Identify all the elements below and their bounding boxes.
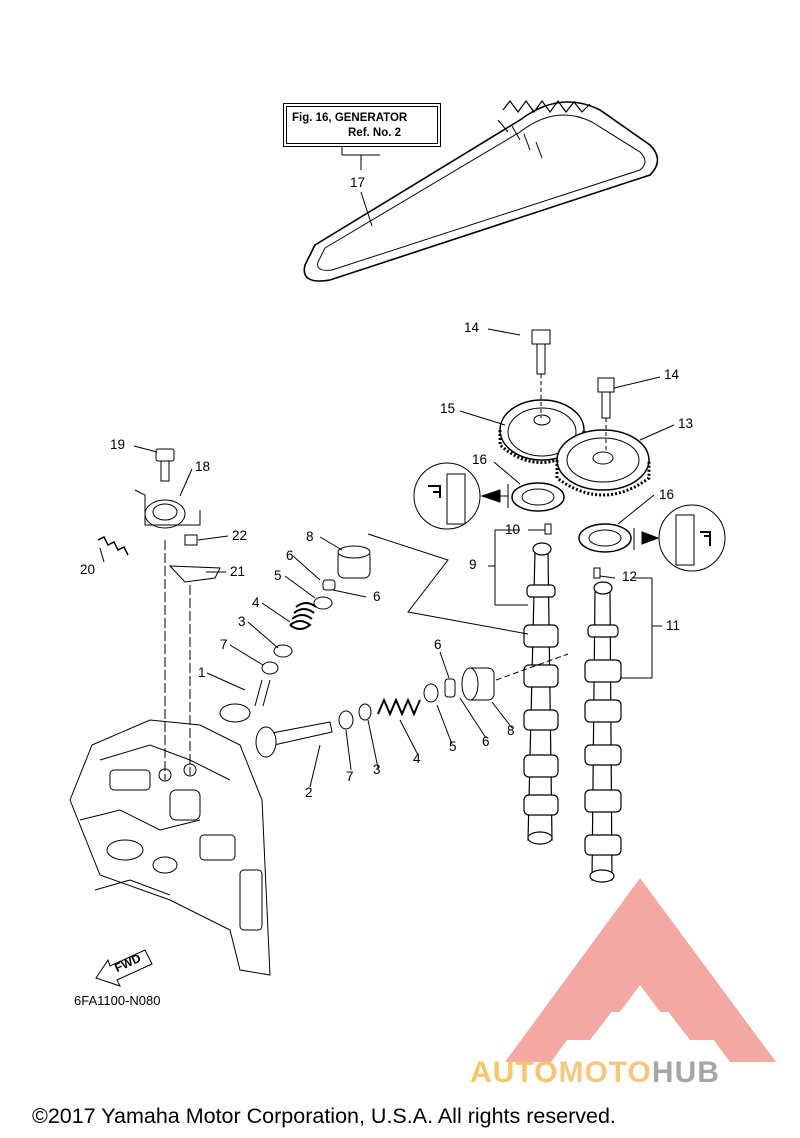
exhaust-cam-sprocket: [555, 429, 651, 497]
watermark-brand-hub: HUB: [651, 1056, 720, 1089]
callout-21: 21: [230, 564, 246, 579]
copyright-notice: ©2017 Yamaha Motor Corporation, U.S.A. A…: [32, 1104, 616, 1128]
callout-leader-lines: [99, 328, 675, 788]
callout-4: 4: [252, 595, 260, 610]
diagram-part-code: 6FA1100-N080: [74, 993, 161, 1008]
callout-18: 18: [195, 459, 211, 474]
callout-16: 16: [659, 487, 675, 502]
callout-14: 14: [464, 320, 480, 335]
exhaust-camshaft: [584, 581, 622, 883]
watermark-brand-auto: AUTO: [470, 1056, 559, 1089]
intake-camshaft: [523, 542, 559, 845]
callout-12: 12: [622, 569, 638, 584]
callout-3: 3: [238, 614, 246, 629]
callout-1: 1: [198, 665, 206, 680]
oil-seals: [511, 482, 632, 553]
callout-5: 5: [274, 568, 282, 583]
valve-train-lower: [255, 653, 569, 758]
sprocket-bolt-14: [531, 329, 615, 452]
callout-4: 4: [413, 751, 421, 766]
callout-11: 11: [666, 618, 681, 633]
dowel-pins: [544, 523, 601, 579]
figure-reference-title: Fig. 16, GENERATOR: [292, 112, 408, 124]
callout-8: 8: [306, 529, 314, 544]
callout-6: 6: [434, 637, 442, 652]
engine-block-sketch: [69, 719, 271, 976]
callout-5: 5: [449, 739, 457, 754]
valve-train-upper: [219, 533, 529, 723]
callout-6: 6: [373, 589, 381, 604]
callout-6: 6: [482, 734, 490, 749]
figure-reference-box: Fig. 16, GENERATOR Ref. No. 2: [283, 103, 441, 147]
timing-belt: [303, 99, 659, 282]
callout-7: 7: [346, 769, 354, 784]
callout-3: 3: [373, 762, 381, 777]
belt-tensioner-assembly: [97, 448, 221, 780]
callout-7: 7: [220, 637, 228, 652]
callout-10: 10: [505, 522, 521, 537]
callout-17: 17: [350, 175, 366, 190]
callout-22: 22: [232, 528, 248, 543]
callout-20: 20: [80, 562, 96, 577]
callout-2: 2: [305, 785, 313, 800]
callout-14: 14: [664, 367, 680, 382]
callout-16: 16: [472, 452, 488, 467]
callout-13: 13: [678, 416, 694, 431]
ref-leader-line: [341, 147, 380, 227]
bracket-lines: [488, 529, 662, 679]
watermark-brand: AUTOMOTOHUB: [470, 1056, 720, 1090]
callout-9: 9: [469, 557, 477, 572]
callout-19: 19: [110, 437, 126, 452]
apply-oil-icon: [413, 462, 726, 572]
watermark-brand-moto: MOTO: [558, 1056, 652, 1089]
callout-15: 15: [440, 401, 456, 416]
callout-8: 8: [507, 723, 515, 738]
figure-reference-number: Ref. No. 2: [348, 127, 402, 139]
watermark-logo-icon: [505, 878, 776, 1062]
forward-arrow-icon: [95, 949, 153, 987]
callout-6: 6: [286, 548, 294, 563]
